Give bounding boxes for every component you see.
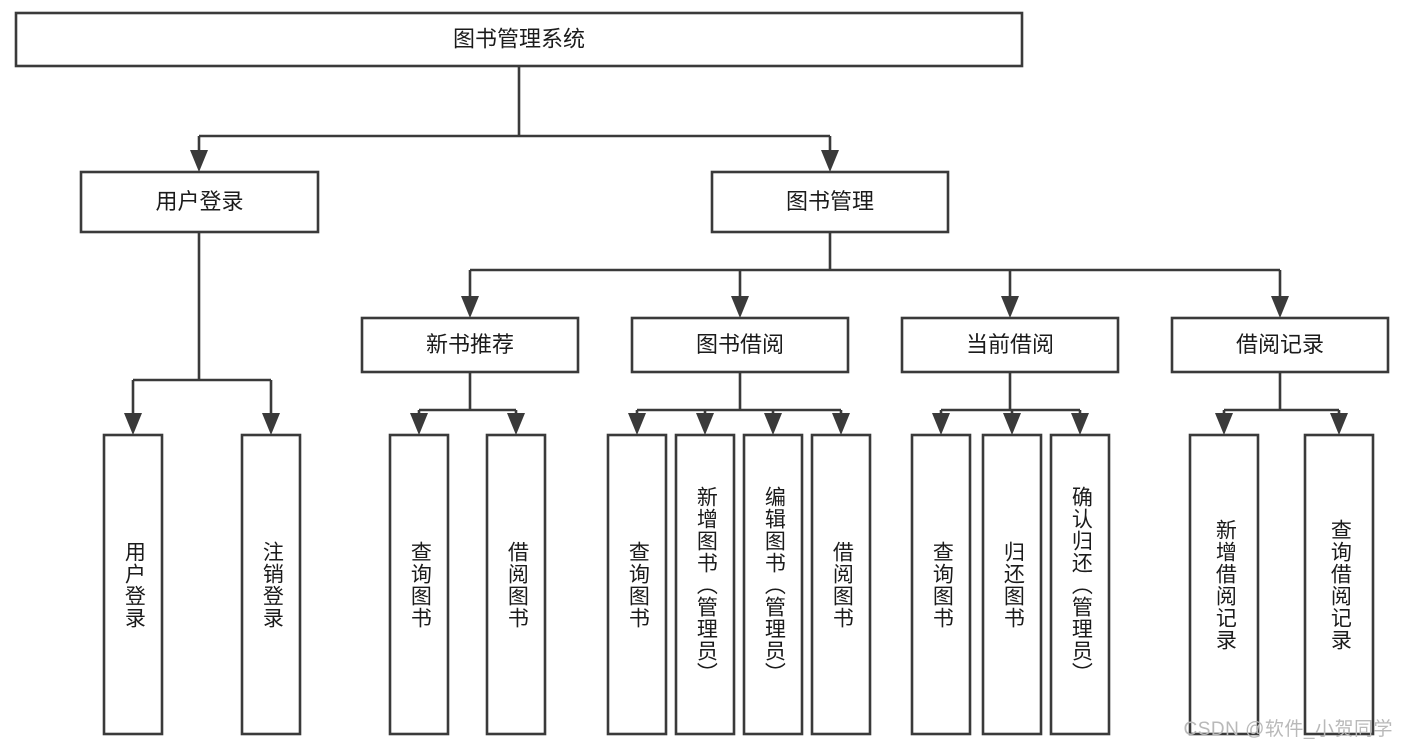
connectors-layer xyxy=(124,66,1348,435)
node-box-root[interactable] xyxy=(14,11,1024,68)
node-box-book-manage[interactable] xyxy=(710,170,950,234)
node-box-leaf-edit-book[interactable] xyxy=(742,433,804,736)
arrow-head-icon xyxy=(262,413,280,435)
arrow-head-icon xyxy=(507,413,525,435)
arrow-head-icon xyxy=(628,413,646,435)
node-box-user-login[interactable] xyxy=(79,170,320,234)
node-box-leaf-query-book-2[interactable] xyxy=(606,433,668,736)
node-box-leaf-user-logout[interactable] xyxy=(240,433,302,736)
arrow-head-icon xyxy=(696,413,714,435)
arrow-head-icon xyxy=(1215,413,1233,435)
node-box-leaf-return-book[interactable] xyxy=(981,433,1043,736)
arrow-head-icon xyxy=(764,413,782,435)
node-label-user-login: 用户登录 xyxy=(155,189,243,214)
arrow-head-icon xyxy=(410,413,428,435)
node-label-book-borrow: 图书借阅 xyxy=(696,332,784,357)
node-box-leaf-query-book-3[interactable] xyxy=(910,433,972,736)
node-box-leaf-borrow-book-2[interactable] xyxy=(810,433,872,736)
arrow-head-icon xyxy=(190,150,208,172)
arrow-head-icon xyxy=(461,296,479,318)
arrow-head-icon xyxy=(731,296,749,318)
node-box-leaf-user-login[interactable] xyxy=(102,433,164,736)
node-box-new-book-recommend[interactable] xyxy=(360,316,580,374)
arrow-head-icon xyxy=(1001,296,1019,318)
arrow-head-icon xyxy=(124,413,142,435)
node-box-leaf-add-record[interactable] xyxy=(1188,433,1260,736)
node-box-borrow-record[interactable] xyxy=(1170,316,1390,374)
arrow-head-icon xyxy=(1271,296,1289,318)
node-label-borrow-record: 借阅记录 xyxy=(1236,332,1324,357)
arrow-head-icon xyxy=(1330,413,1348,435)
arrow-head-icon xyxy=(1071,413,1089,435)
node-label-new-book-recommend: 新书推荐 xyxy=(426,332,514,357)
node-box-leaf-query-record[interactable] xyxy=(1303,433,1375,736)
node-label-book-manage: 图书管理 xyxy=(786,189,874,214)
node-box-leaf-borrow-book-1[interactable] xyxy=(485,433,547,736)
node-box-leaf-query-book-1[interactable] xyxy=(388,433,450,736)
arrow-head-icon xyxy=(821,150,839,172)
node-box-current-borrow[interactable] xyxy=(900,316,1120,374)
arrow-head-icon xyxy=(832,413,850,435)
arrow-head-icon xyxy=(1003,413,1021,435)
arrow-head-icon xyxy=(932,413,950,435)
watermark-text: CSDN @软件_小贺同学 xyxy=(1183,719,1393,740)
node-box-leaf-confirm-return[interactable] xyxy=(1049,433,1111,736)
node-label-current-borrow: 当前借阅 xyxy=(966,332,1054,357)
boxes-layer xyxy=(14,11,1390,736)
node-label-root: 图书管理系统 xyxy=(453,26,585,51)
node-box-book-borrow[interactable] xyxy=(630,316,850,374)
node-box-leaf-add-book[interactable] xyxy=(674,433,736,736)
